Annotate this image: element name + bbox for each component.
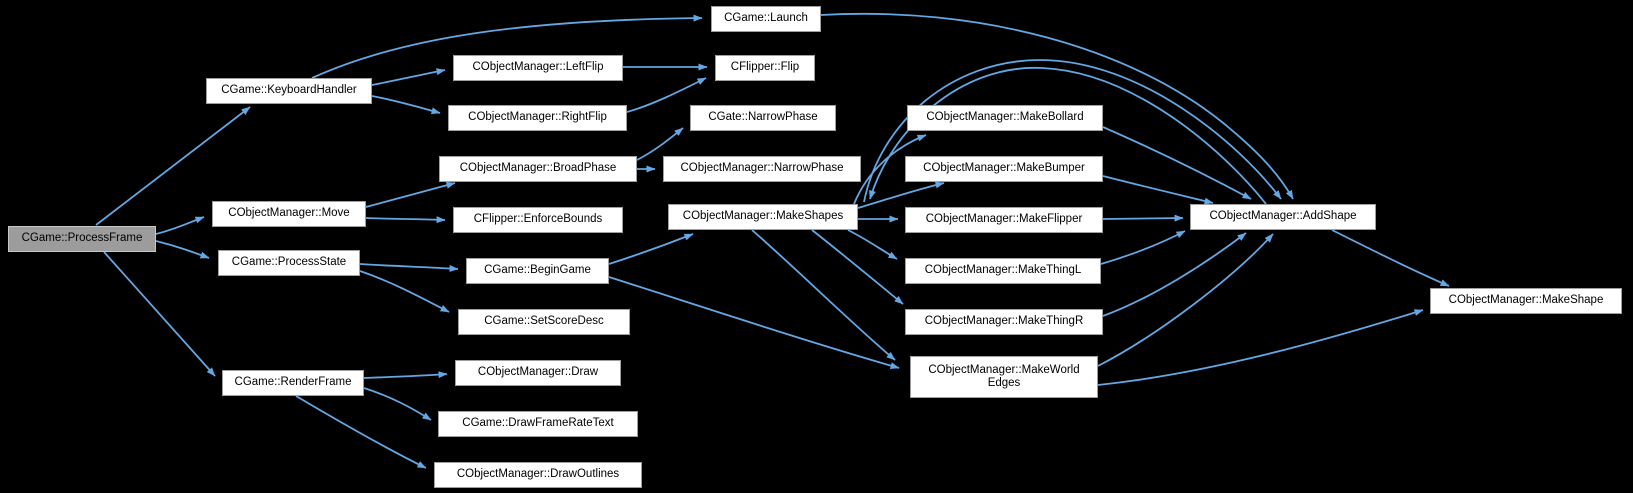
node-cgame-processframe[interactable]: CGame::ProcessFrame bbox=[8, 226, 156, 252]
node-cobjectmanager-draw[interactable]: CObjectManager::Draw bbox=[455, 360, 621, 386]
node-cobjectmanager-makeworldedges[interactable]: CObjectManager::MakeWorld Edges bbox=[910, 356, 1098, 398]
node-cobjectmanager-makethingl[interactable]: CObjectManager::MakeThingL bbox=[905, 258, 1101, 284]
edge-begingame-makeshapes bbox=[608, 233, 694, 265]
edge-makeshapes-makethingl bbox=[847, 229, 898, 260]
edge-processframe-keyboardhandler bbox=[95, 106, 251, 226]
node-cobjectmanager-makeshapes[interactable]: CObjectManager::MakeShapes bbox=[668, 204, 858, 230]
edge-rightflip-flip bbox=[626, 77, 707, 113]
node-cobjectmanager-narrowphase[interactable]: CObjectManager::NarrowPhase bbox=[663, 156, 861, 182]
node-cflipper-enforcebounds[interactable]: CFlipper::EnforceBounds bbox=[453, 207, 623, 233]
node-cgame-launch[interactable]: CGame::Launch bbox=[711, 6, 821, 32]
edge-renderframe-drawframeratetext bbox=[363, 387, 432, 421]
node-cgame-renderframe[interactable]: CGame::RenderFrame bbox=[222, 370, 364, 396]
node-cobjectmanager-addshape[interactable]: CObjectManager::AddShape bbox=[1190, 204, 1376, 230]
node-cobjectmanager-broadphase[interactable]: CObjectManager::BroadPhase bbox=[439, 156, 637, 182]
node-cflipper-flip[interactable]: CFlipper::Flip bbox=[715, 55, 815, 81]
edge-makeshapes-addshape bbox=[863, 59, 1282, 203]
node-cobjectmanager-makebumper[interactable]: CObjectManager::MakeBumper bbox=[905, 156, 1103, 182]
edge-keyboardhandler-launch bbox=[311, 14, 703, 79]
node-cobjectmanager-makethingr[interactable]: CObjectManager::MakeThingR bbox=[905, 309, 1103, 335]
edge-makeshapes-makebumper bbox=[857, 181, 945, 209]
edge-move-broadphase bbox=[365, 181, 456, 208]
node-cobjectmanager-move[interactable]: CObjectManager::Move bbox=[212, 201, 366, 227]
edge-keyboardhandler-rightflip bbox=[371, 95, 441, 115]
edge-launch-addshape bbox=[820, 12, 1294, 200]
edge-begingame-makeworldedges bbox=[608, 276, 900, 370]
node-cobjectmanager-makeshape[interactable]: CObjectManager::MakeShape bbox=[1430, 288, 1622, 314]
edge-keyboardhandler-leftflip bbox=[371, 68, 446, 86]
edge-processframe-processstate bbox=[155, 240, 210, 259]
node-cobjectmanager-rightflip[interactable]: CObjectManager::RightFlip bbox=[448, 105, 627, 131]
node-label: CObjectManager::MakeWorld Edges bbox=[928, 363, 1080, 390]
node-cgame-keyboardhandler[interactable]: CGame::KeyboardHandler bbox=[206, 78, 372, 104]
edge-processstate-begingame bbox=[359, 263, 459, 272]
edge-renderframe-drawoutlines bbox=[295, 395, 427, 469]
edge-makeworldedges-addshape bbox=[1097, 233, 1274, 367]
edge-move-enforcebounds bbox=[365, 216, 446, 224]
edge-makeshapes-makethingr bbox=[811, 229, 904, 305]
edge-renderframe-draw bbox=[363, 371, 448, 379]
node-cgame-setscoredesc[interactable]: CGame::SetScoreDesc bbox=[458, 309, 630, 335]
edge-makeshapes-makebollard bbox=[853, 134, 927, 205]
edge-processframe-renderframe bbox=[103, 251, 216, 377]
node-cgame-drawframeratetext[interactable]: CGame::DrawFrameRateText bbox=[438, 411, 638, 437]
edge-processstate-setscoredesc bbox=[359, 270, 450, 313]
edge-addshape-makeshape bbox=[1331, 229, 1450, 287]
node-cgame-processstate[interactable]: CGame::ProcessState bbox=[218, 250, 360, 276]
edge-processframe-move bbox=[155, 216, 205, 235]
edge-makethingr-addshape bbox=[1102, 232, 1247, 317]
node-cgame-begingame[interactable]: CGame::BeginGame bbox=[466, 258, 609, 284]
node-cgate-narrowphase[interactable]: CGate::NarrowPhase bbox=[690, 105, 836, 131]
node-cobjectmanager-drawoutlines[interactable]: CObjectManager::DrawOutlines bbox=[434, 462, 642, 488]
edge-makethingl-addshape bbox=[1100, 230, 1186, 265]
node-cobjectmanager-makeflipper[interactable]: CObjectManager::MakeFlipper bbox=[905, 207, 1103, 233]
edge-makeshapes-makeworldedges bbox=[751, 229, 896, 361]
node-cobjectmanager-leftflip[interactable]: CObjectManager::LeftFlip bbox=[453, 55, 623, 81]
edge-makebumper-addshape bbox=[1102, 175, 1214, 205]
edge-makeworldedges-makeshape bbox=[1097, 309, 1424, 386]
edge-addshape-makeshapes bbox=[869, 67, 1267, 205]
edge-makeflipper-addshape bbox=[1102, 214, 1184, 222]
node-cobjectmanager-makebollard[interactable]: CObjectManager::MakeBollard bbox=[907, 105, 1103, 131]
edge-makebollard-addshape bbox=[1102, 126, 1252, 200]
edge-broadphase-gatenarrowphase bbox=[636, 127, 684, 161]
